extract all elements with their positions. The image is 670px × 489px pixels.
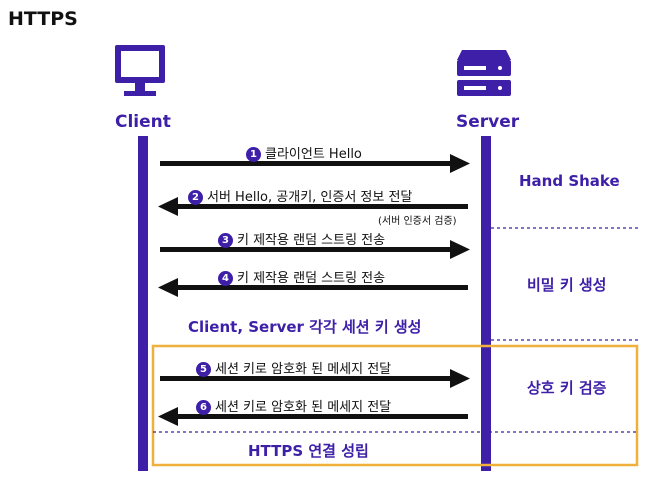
message-3-text: 키 제작용 랜덤 스트링 전송: [237, 233, 386, 248]
step-number-6: 6: [196, 400, 211, 415]
step-number-5: 5: [196, 362, 211, 377]
message-6: 6 세션 키로 암호화 된 메세지 전달: [196, 396, 391, 415]
message-2-text: 서버 Hello, 공개키, 인증서 정보 전달: [207, 190, 413, 205]
verification-box: [151, 344, 639, 467]
message-5-text: 세션 키로 암호화 된 메세지 전달: [215, 362, 392, 377]
server-lifeline: [481, 136, 491, 471]
message-5: 5 세션 키로 암호화 된 메세지 전달: [196, 358, 391, 377]
message-2: 2 서버 Hello, 공개키, 인증서 정보 전달: [188, 186, 412, 205]
step-number-2: 2: [188, 190, 203, 205]
message-1: 1 클라이언트 Hello: [246, 143, 362, 162]
arrow-4: [158, 278, 468, 297]
server-label: Server: [456, 112, 520, 132]
message-6-text: 세션 키로 암호화 된 메세지 전달: [215, 400, 392, 415]
message-4: 4 키 제작용 랜덤 스트링 전송: [218, 267, 385, 286]
message-4-text: 키 제작용 랜덤 스트링 전송: [237, 271, 386, 286]
client-lifeline: [138, 136, 148, 471]
message-3: 3 키 제작용 랜덤 스트링 전송: [218, 229, 385, 248]
session-key-text: Client, Server 각각 세션 키 생성: [188, 318, 422, 336]
arrow-1: [160, 154, 470, 173]
step-number-4: 4: [218, 271, 233, 286]
client-label: Client: [115, 112, 171, 132]
phase-handshake: Hand Shake: [519, 172, 620, 190]
connected-text: HTTPS 연결 성립: [248, 442, 369, 460]
step-number-3: 3: [218, 233, 233, 248]
arrow-3: [160, 240, 470, 259]
page-title: HTTPS: [8, 8, 78, 30]
phase-verify-key: 상호 키 검증: [527, 379, 607, 397]
phase-secret-key: 비밀 키 생성: [527, 276, 607, 294]
server-icon: [457, 50, 511, 96]
step-number-1: 1: [246, 147, 261, 162]
message-1-text: 클라이언트 Hello: [265, 147, 362, 162]
message-2-note: (서버 인증서 검증): [378, 216, 457, 227]
arrow-6: [158, 407, 468, 426]
arrow-2: [158, 197, 468, 216]
arrow-5: [160, 369, 470, 388]
monitor-icon: [115, 45, 165, 96]
